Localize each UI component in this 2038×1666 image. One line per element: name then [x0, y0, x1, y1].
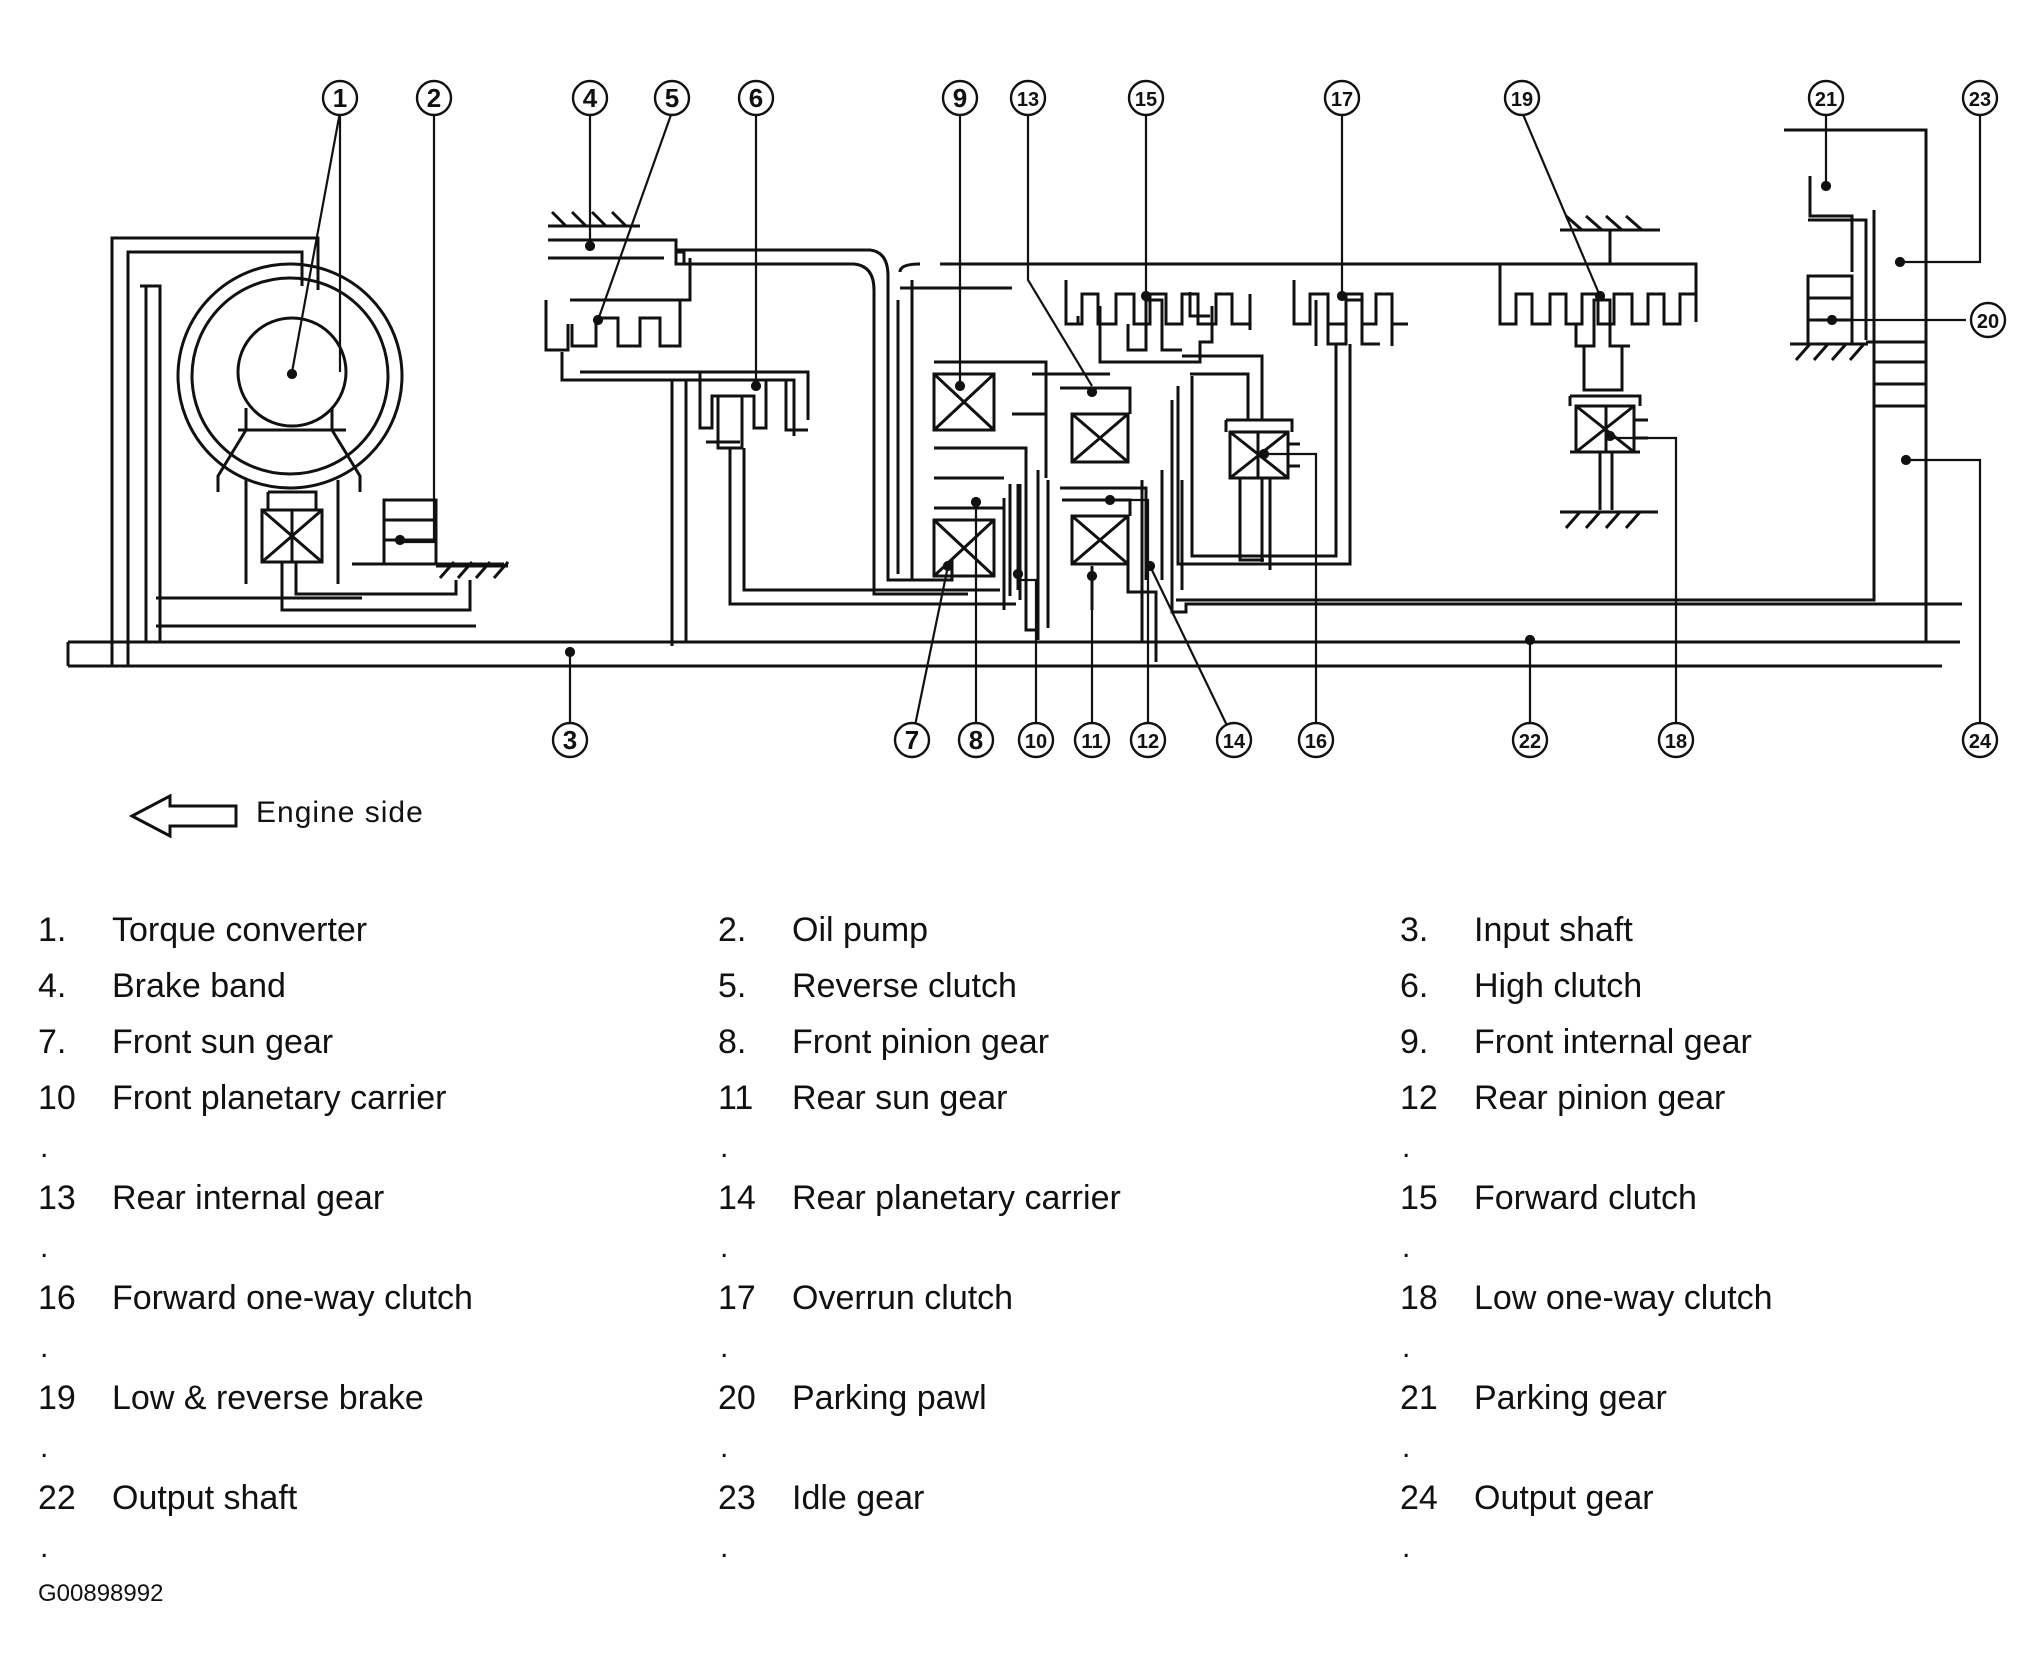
low-reverse-brake [1498, 214, 1696, 392]
callout-21: 21 [1807, 79, 1845, 117]
svg-text:19: 19 [1511, 89, 1533, 111]
figure-id: G00898992 [38, 1580, 164, 1607]
callout-6: 6 [737, 79, 775, 117]
svg-text:23: 23 [1969, 89, 1991, 111]
svg-text:10: 10 [1025, 731, 1047, 753]
svg-text:4: 4 [583, 83, 598, 113]
rear-planetary [1032, 372, 1962, 662]
svg-text:21: 21 [1815, 89, 1837, 111]
svg-text:12: 12 [1137, 731, 1159, 753]
overrun-clutch [1176, 280, 1408, 566]
callout-17: 17 [1323, 79, 1361, 117]
svg-text:24: 24 [1969, 731, 1992, 753]
front-planetary [896, 262, 1048, 632]
input-shaft [66, 640, 1960, 668]
svg-text:18: 18 [1665, 731, 1687, 753]
engine-side-arrow-icon [128, 793, 238, 839]
torque-converter [110, 236, 476, 666]
callout-2: 2 [415, 79, 453, 117]
svg-text:16: 16 [1305, 731, 1327, 753]
callout-4: 4 [571, 79, 609, 117]
callout-7: 7 [893, 721, 931, 759]
svg-text:11: 11 [1081, 731, 1102, 753]
callout-8: 8 [957, 721, 995, 759]
svg-text:13: 13 [1017, 89, 1039, 111]
callout-22: 22 [1511, 721, 1549, 759]
callout-13: 13 [1009, 79, 1047, 117]
leader-lines [286, 111, 1982, 741]
engine-side-label: Engine side [256, 796, 424, 829]
callout-10: 10 [1017, 721, 1055, 759]
brake-band-reverse-high-clutch [544, 210, 1016, 646]
svg-text:6: 6 [749, 83, 763, 113]
oil-pump [352, 498, 510, 579]
callout-20: 20 [1969, 301, 2007, 339]
svg-text:5: 5 [665, 83, 679, 113]
callout-19: 19 [1503, 79, 1541, 117]
svg-text:7: 7 [905, 725, 919, 755]
callout-15: 15 [1127, 79, 1165, 117]
callout-5: 5 [653, 79, 691, 117]
callout-23: 23 [1961, 79, 1999, 117]
callout-12: 12 [1129, 721, 1167, 759]
forward-one-way-clutch [1224, 418, 1300, 570]
callout-1: 1 [321, 79, 359, 117]
svg-text:1: 1 [333, 83, 347, 113]
callouts: 1 2 4 5 6 9 13 15 17 19 21 23 20 3 7 8 1… [321, 79, 2007, 759]
svg-text:2: 2 [427, 83, 441, 113]
forward-clutch [940, 262, 1698, 364]
callout-9: 9 [941, 79, 979, 117]
callout-24: 24 [1961, 721, 1999, 759]
svg-text:15: 15 [1135, 89, 1157, 111]
svg-text:22: 22 [1519, 731, 1541, 753]
low-one-way-clutch [1560, 394, 1658, 529]
callout-14: 14 [1215, 721, 1253, 759]
svg-text:8: 8 [969, 725, 983, 755]
callout-16: 16 [1297, 721, 1335, 759]
callout-3: 3 [551, 721, 589, 759]
svg-text:14: 14 [1223, 731, 1246, 753]
parking-and-output-gears [1176, 128, 1928, 642]
callout-18: 18 [1657, 721, 1695, 759]
svg-text:9: 9 [953, 83, 967, 113]
svg-text:20: 20 [1977, 311, 1999, 333]
svg-text:3: 3 [563, 725, 577, 755]
callout-11: 11 [1073, 721, 1111, 759]
svg-text:17: 17 [1331, 89, 1353, 111]
